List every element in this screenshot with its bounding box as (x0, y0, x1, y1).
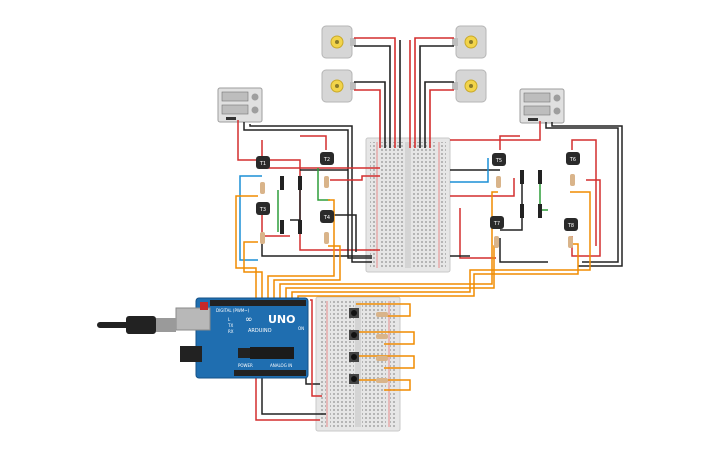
transistor-icon: T4 (320, 210, 334, 223)
dc-motor-icon (321, 25, 356, 59)
resistor-icon (494, 236, 499, 248)
resistor-icon (260, 182, 265, 194)
battery-pack-icon (217, 87, 263, 123)
breadboard-top (365, 137, 451, 273)
l-label: L (228, 317, 231, 322)
resistor-icon (376, 356, 388, 361)
diode-icon (538, 170, 542, 184)
resistor-icon (324, 232, 329, 244)
diode-icon (298, 176, 302, 190)
right-bridge-wires (450, 121, 623, 267)
battery-pack-icon (519, 88, 565, 124)
breadboard-bottom (315, 296, 401, 432)
dc-motor-icon (452, 25, 487, 59)
brand-text: UNO (268, 313, 296, 326)
analog-label: ANALOG IN (270, 363, 292, 368)
diode-icon (298, 220, 302, 234)
diode-icon (280, 176, 284, 190)
reset-button-icon[interactable] (200, 302, 208, 310)
transistor-icon: T3 (256, 202, 270, 215)
resistor-icon (376, 334, 388, 339)
diode-icon (280, 220, 284, 234)
resistor-icon (324, 176, 329, 188)
svg-text:T6: T6 (569, 157, 576, 163)
arduino-uno-board: UNO ARDUINO ∞ DIGITAL (PWM~) POWER ANALO… (175, 297, 309, 379)
resistor-icon (496, 176, 501, 188)
svg-text:T3: T3 (259, 207, 266, 213)
svg-text:T7: T7 (493, 221, 500, 227)
resistor-icon (376, 312, 388, 317)
tx-label: TX (227, 323, 233, 328)
svg-text:T2: T2 (323, 157, 330, 163)
usb-plug-icon (97, 316, 176, 334)
push-buttons (349, 308, 388, 384)
diode-icon (538, 204, 542, 218)
dc-motor-icon (321, 69, 356, 103)
resistor-icon (568, 236, 573, 248)
microcontroller-chip-icon (250, 347, 294, 359)
svg-text:T4: T4 (323, 215, 330, 221)
transistor-icon: T7 (490, 216, 504, 229)
left-bridge-components: T1 T2 T3 T4 (256, 152, 334, 244)
brand-sub: ARDUINO (248, 328, 272, 334)
digital-label: DIGITAL (PWM~) (216, 308, 250, 313)
transistor-icon: T2 (320, 152, 334, 165)
infinity-icon: ∞ (245, 315, 253, 325)
dc-motor-icon (452, 69, 487, 103)
on-label: ON (298, 326, 304, 331)
diode-icon (520, 204, 524, 218)
transistor-icon: T6 (566, 152, 580, 165)
transistor-icon: T5 (492, 153, 506, 166)
diode-icon (520, 170, 524, 184)
svg-text:T5: T5 (495, 158, 502, 164)
transistor-icon: T8 (564, 218, 578, 231)
right-bridge-components: T5 T6 T7 T8 (490, 152, 580, 248)
resistor-icon (260, 232, 265, 244)
rx-label: RX (228, 329, 234, 334)
transistor-icon: T1 (256, 156, 270, 169)
motor-wires (354, 37, 454, 148)
svg-text:T8: T8 (567, 223, 574, 229)
left-bridge-wires (237, 120, 380, 263)
resistor-icon (376, 378, 388, 383)
power-label: POWER (238, 363, 253, 368)
svg-text:T1: T1 (259, 161, 266, 167)
resistor-icon (570, 174, 575, 186)
